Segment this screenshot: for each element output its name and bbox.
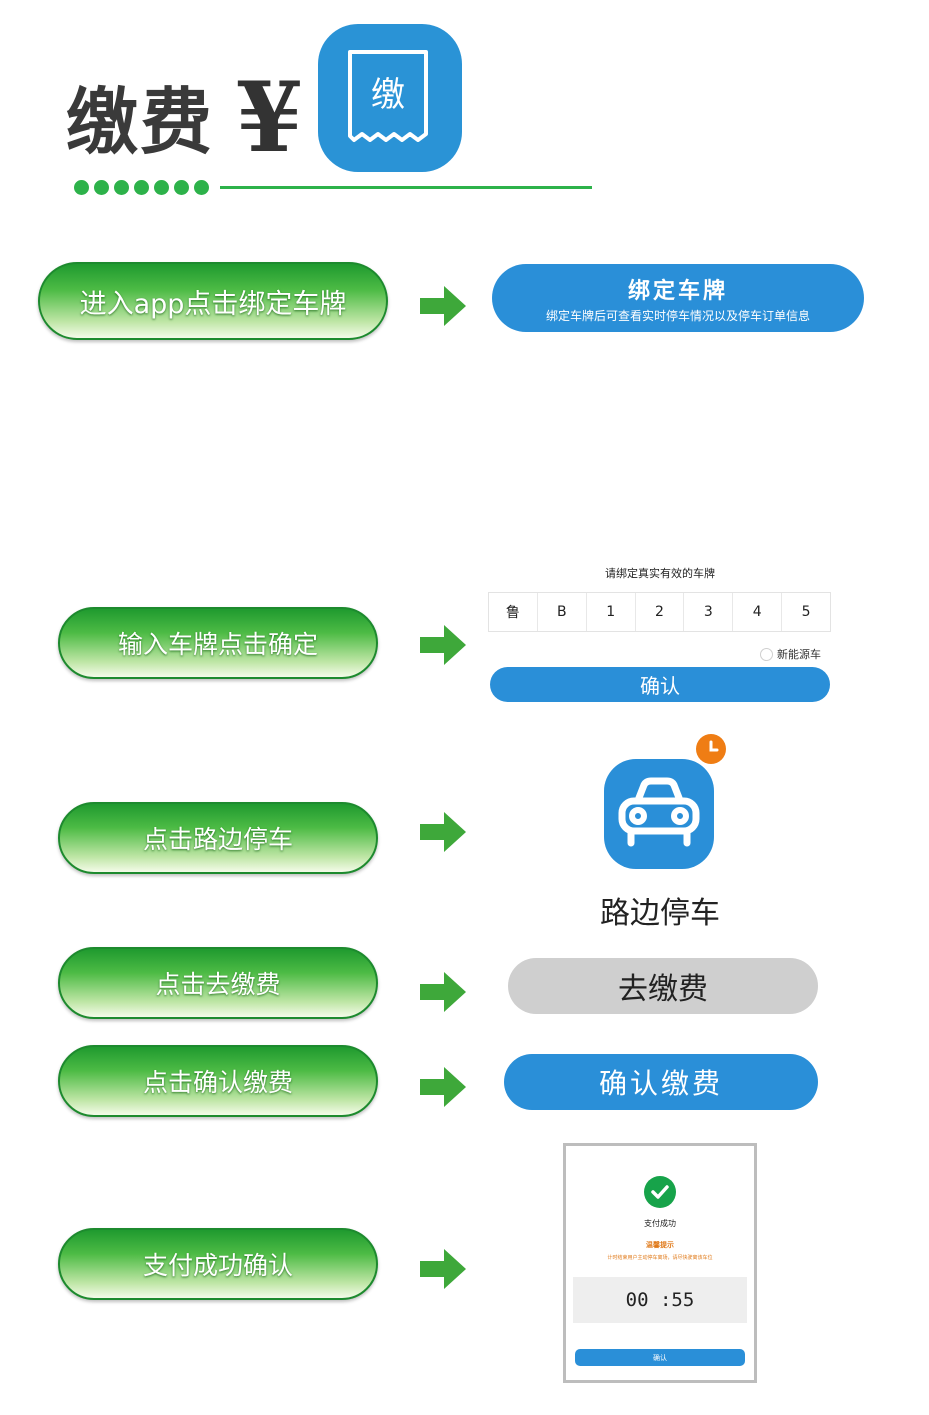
plate-char[interactable]: 2 bbox=[636, 593, 685, 631]
new-energy-label: 新能源车 bbox=[777, 648, 821, 661]
plate-char[interactable]: 1 bbox=[587, 593, 636, 631]
payment-app-icon: 缴 bbox=[318, 24, 462, 172]
yen-symbol: ¥ bbox=[236, 61, 303, 174]
plate-char[interactable]: B bbox=[538, 593, 587, 631]
clock-icon bbox=[696, 734, 726, 764]
go-pay-button[interactable]: 去缴费 bbox=[508, 958, 818, 1014]
roadside-parking-label: 路边停车 bbox=[600, 896, 720, 931]
plate-hint: 请绑定真实有效的车牌 bbox=[605, 567, 715, 580]
decorative-dots bbox=[74, 180, 209, 195]
bind-plate-title: 绑定车牌 bbox=[627, 278, 728, 304]
header-divider bbox=[220, 186, 592, 189]
step-button-confirm-pay[interactable]: 点击确认缴费 bbox=[58, 1045, 378, 1117]
plate-input[interactable]: 鲁 B 1 2 3 4 5 bbox=[488, 592, 831, 632]
step-button-enter-plate[interactable]: 输入车牌点击确定 bbox=[58, 607, 378, 679]
plate-char[interactable]: 3 bbox=[684, 593, 734, 631]
step-button-go-pay[interactable]: 点击去缴费 bbox=[58, 947, 378, 1019]
car-icon bbox=[618, 777, 700, 847]
payment-status: 支付成功 bbox=[644, 1219, 676, 1228]
step-button-payment-success[interactable]: 支付成功确认 bbox=[58, 1228, 378, 1300]
arrow-right-icon bbox=[420, 972, 466, 1012]
step-button-bind-plate[interactable]: 进入app点击绑定车牌 bbox=[38, 262, 388, 340]
tip-title: 温馨提示 bbox=[646, 1241, 674, 1249]
tip-text: 计时结束用户主动停车离场，请尽快驶离该车位 bbox=[607, 1255, 713, 1261]
plate-confirm-button[interactable]: 确认 bbox=[490, 667, 830, 702]
countdown-timer: 00 :55 bbox=[573, 1277, 747, 1323]
payment-result-screen: 支付成功 温馨提示 计时结束用户主动停车离场，请尽快驶离该车位 00 :55 确… bbox=[563, 1143, 757, 1383]
arrow-right-icon bbox=[420, 625, 466, 665]
page-title: 缴费 bbox=[66, 79, 215, 164]
arrow-right-icon bbox=[420, 1067, 466, 1107]
new-energy-toggle[interactable]: 新能源车 bbox=[760, 646, 821, 662]
roadside-parking-button[interactable] bbox=[604, 759, 714, 869]
radio-button[interactable] bbox=[760, 647, 773, 661]
plate-char[interactable]: 鲁 bbox=[489, 593, 538, 631]
step-button-roadside-parking[interactable]: 点击路边停车 bbox=[58, 802, 378, 874]
confirm-pay-button[interactable]: 确认缴费 bbox=[504, 1054, 818, 1110]
receipt-icon: 缴 bbox=[348, 50, 428, 142]
arrow-right-icon bbox=[420, 286, 466, 326]
plate-char[interactable]: 5 bbox=[801, 604, 811, 620]
check-circle-icon bbox=[644, 1176, 676, 1208]
arrow-right-icon bbox=[420, 812, 466, 852]
result-confirm-button[interactable]: 确认 bbox=[575, 1349, 745, 1366]
plate-char[interactable]: 4 bbox=[733, 593, 783, 631]
arrow-right-icon bbox=[420, 1249, 466, 1289]
bind-plate-subtitle: 绑定车牌后可查看实时停车情况以及停车订单信息 bbox=[545, 308, 810, 323]
bind-plate-button[interactable]: 绑定车牌 绑定车牌后可查看实时停车情况以及停车订单信息 bbox=[492, 264, 864, 332]
app-icon-label: 缴 bbox=[371, 75, 405, 115]
